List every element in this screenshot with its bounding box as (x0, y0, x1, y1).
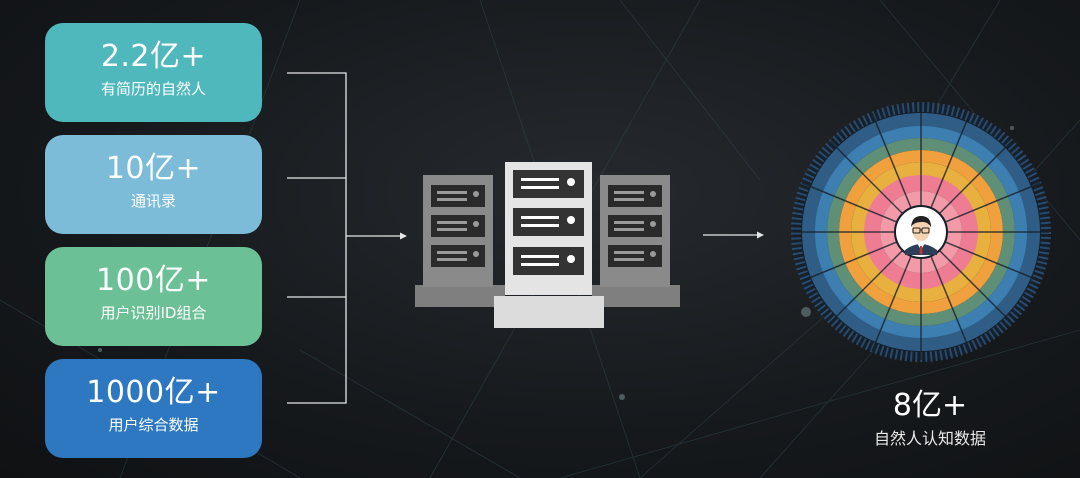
result-label: 自然人认知数据 (873, 429, 986, 448)
source-card-user-ids: 100亿+ 用户识别ID组合 (45, 247, 262, 346)
source-value: 100亿+ (96, 263, 211, 298)
source-card-user-data: 1000亿+ 用户综合数据 (45, 359, 262, 458)
source-label: 用户综合数据 (108, 416, 199, 434)
source-label: 有简历的自然人 (100, 80, 206, 98)
source-card-contacts: 10亿+ 通讯录 (45, 135, 262, 234)
source-value: 2.2亿+ (100, 39, 207, 74)
result-value: 8亿+ (892, 388, 968, 423)
source-value: 1000亿+ (86, 375, 221, 410)
person-avatar-icon (905, 216, 937, 255)
source-label: 通讯录 (130, 192, 176, 210)
source-card-resumes: 2.2亿+ 有简历的自然人 (45, 23, 262, 122)
source-label: 用户识别ID组合 (100, 304, 207, 322)
source-value: 10亿+ (105, 151, 202, 186)
